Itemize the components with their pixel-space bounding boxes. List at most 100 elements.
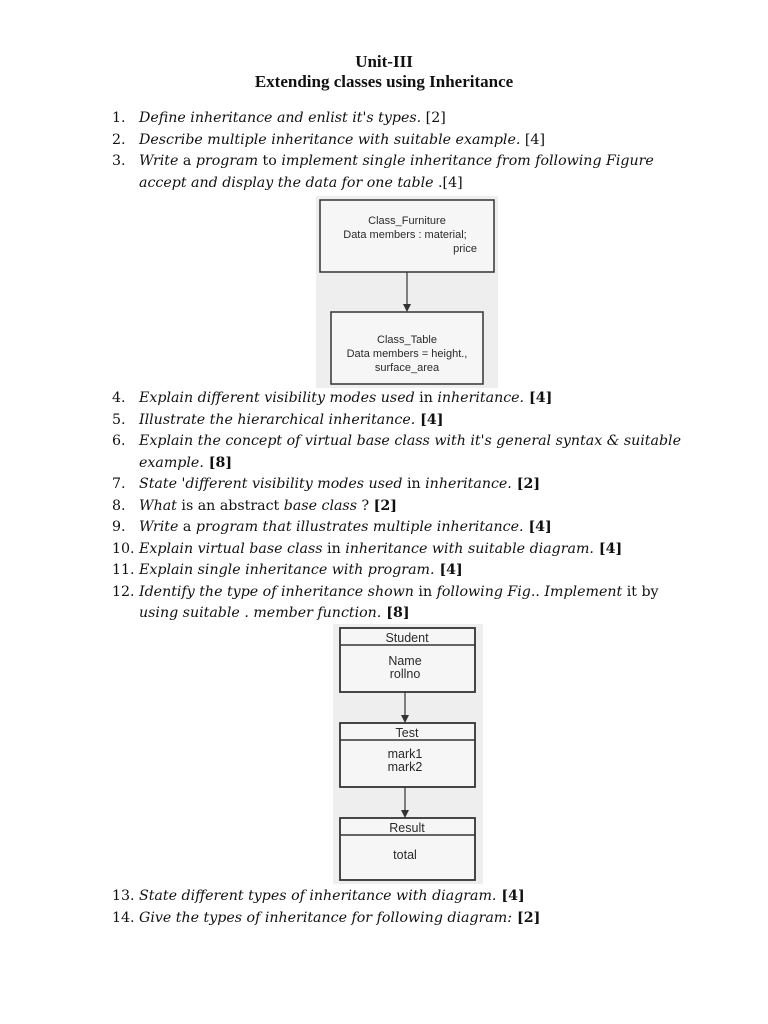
question-text-segment: [2] [511,476,541,492]
question-text-segment: it by [622,583,659,600]
question-text-segment: program [195,153,259,169]
question-text-segment: a [178,153,196,169]
test-field-mark1: mark1 [388,747,423,761]
question-number: 13. [112,888,135,904]
question-item: 1. Define inheritance and enlist it's typ… [112,108,692,130]
question-text-segment: [4] [496,888,525,904]
unit-heading: Unit-III [355,52,413,71]
question-number: 5. [112,411,126,428]
question-text-segment: [2] [421,110,446,126]
question-text-segment: a [178,519,196,535]
question-text-segment: in [402,476,426,492]
question-text-segment: in [322,540,346,557]
class-furniture-members: Data members : material; [343,229,466,241]
question-text-segment: implement single inheritance from follow… [281,153,654,169]
question-text-segment: Write [139,153,179,169]
question-number: 12. [112,583,135,600]
question-list-part-1: 1. Define inheritance and enlist it's typ… [112,108,692,194]
question-number: 14. [112,909,135,926]
question-text-segment: using suitable . member function. [139,605,382,621]
question-text-segment: following Fig.. Implement [436,583,623,600]
question-item: 6. Explain the concept of virtual base cl… [112,431,692,474]
question-text-segment: base class [283,497,357,514]
question-text-segment: [2] [373,497,397,514]
question-text-segment: accept and display the data for one tabl… [139,174,434,191]
question-text-segment: Explain virtual base class [139,540,323,557]
question-text-segment: program that illustrates multiple inheri… [195,519,524,535]
question-number: 10. [112,540,135,557]
question-text-segment: ? [357,497,374,514]
question-item: 5. Illustrate the hierarchical inheritanc… [112,410,692,432]
page-title: Extending classes using Inheritance [254,72,514,91]
question-text-segment: inheritance with suitable diagram. [345,540,594,557]
result-name: Result [389,821,425,835]
question-text-segment: [4] [523,519,552,535]
test-name: Test [396,726,419,740]
class-furniture-name: Class_Furniture [368,215,446,227]
question-text-segment: [8] [203,454,233,471]
question-text-segment: [8] [381,605,410,621]
question-number: 1. [112,110,126,126]
question-number: 8. [112,497,126,514]
question-list-part-2: 4. Explain different visibility modes use… [112,388,692,625]
question-text-segment: example. [139,454,204,471]
question-item: 11.Explain single inheritance with progr… [112,560,692,582]
result-field-total: total [393,848,417,862]
figure-multilevel-inheritance: Student Name rollno Test mark1 mark2 Res… [333,624,483,884]
inheritance-arrowhead [403,304,411,312]
question-number: 9. [112,519,126,535]
question-item: 9. Write a program that illustrates multi… [112,517,692,539]
question-text-segment: Explain single inheritance with program. [139,562,435,578]
question-item: 10.Explain virtual base class in inherit… [112,539,692,561]
test-box [339,722,476,788]
question-text-segment: Identify the type of inheritance shown [139,583,414,600]
question-text-segment: [4] [520,131,545,148]
question-text-segment: State different types of inheritance wit… [139,888,497,904]
arrowhead-student-test [401,715,409,723]
question-text-segment: State 'different visibility modes used [139,476,403,492]
question-text-segment: What [139,497,177,514]
arrowhead-test-result [401,810,409,818]
question-text-segment: Define inheritance and enlist it's types… [139,110,422,126]
question-item: 7.State 'different visibility modes used… [112,474,692,496]
student-field-rollno: rollno [390,667,421,681]
question-number: 11. [112,562,135,578]
question-text-segment: inheritance. [437,390,525,406]
question-text-segment: Explain the concept of virtual base clas… [139,433,681,449]
question-text-segment: Explain different visibility modes used [139,390,415,406]
question-text-segment: Illustrate the hierarchical inheritance. [139,411,416,428]
question-list-part-3: 13.State different types of inheritance … [112,886,692,929]
question-number: 4. [112,390,126,406]
question-number: 3. [112,153,126,169]
question-text-segment: [2] [512,909,541,926]
question-text-segment: [4] [524,390,553,406]
question-text-segment: in [414,390,438,406]
question-number: 6. [112,433,126,449]
question-item: 13.State different types of inheritance … [112,886,692,908]
figure-single-inheritance: Class_Furniture Data members : material;… [316,196,498,388]
question-text-segment: [4] [415,411,444,428]
question-text-segment: [4] [593,540,623,557]
question-item: 3. Write a program to implement single in… [112,151,692,194]
class-furniture-box [319,199,495,273]
class-table-members-area: surface_area [375,362,440,374]
student-field-name: Name [388,654,421,668]
question-item: 4. Explain different visibility modes use… [112,388,692,410]
question-item: 14.Give the types of inheritance for fol… [112,908,692,930]
class-furniture-members-price: price [453,243,477,255]
result-box [339,817,476,881]
question-text-segment: Describe multiple inheritance with suita… [139,131,521,148]
class-table-members: Data members = height., [347,348,468,360]
student-name: Student [385,631,429,645]
question-number: 2. [112,131,126,148]
question-text-segment: inheritance. [425,476,512,492]
question-text-segment: Give the types of inheritance for follow… [139,909,513,926]
test-field-mark2: mark2 [388,760,423,774]
question-text-segment: to [258,153,282,169]
class-table-name: Class_Table [377,334,437,346]
student-box [339,627,476,693]
question-text-segment: .[4] [433,174,463,191]
class-table-box [330,311,484,385]
question-text-segment: in [413,583,437,600]
question-text-segment: Write [139,519,179,535]
